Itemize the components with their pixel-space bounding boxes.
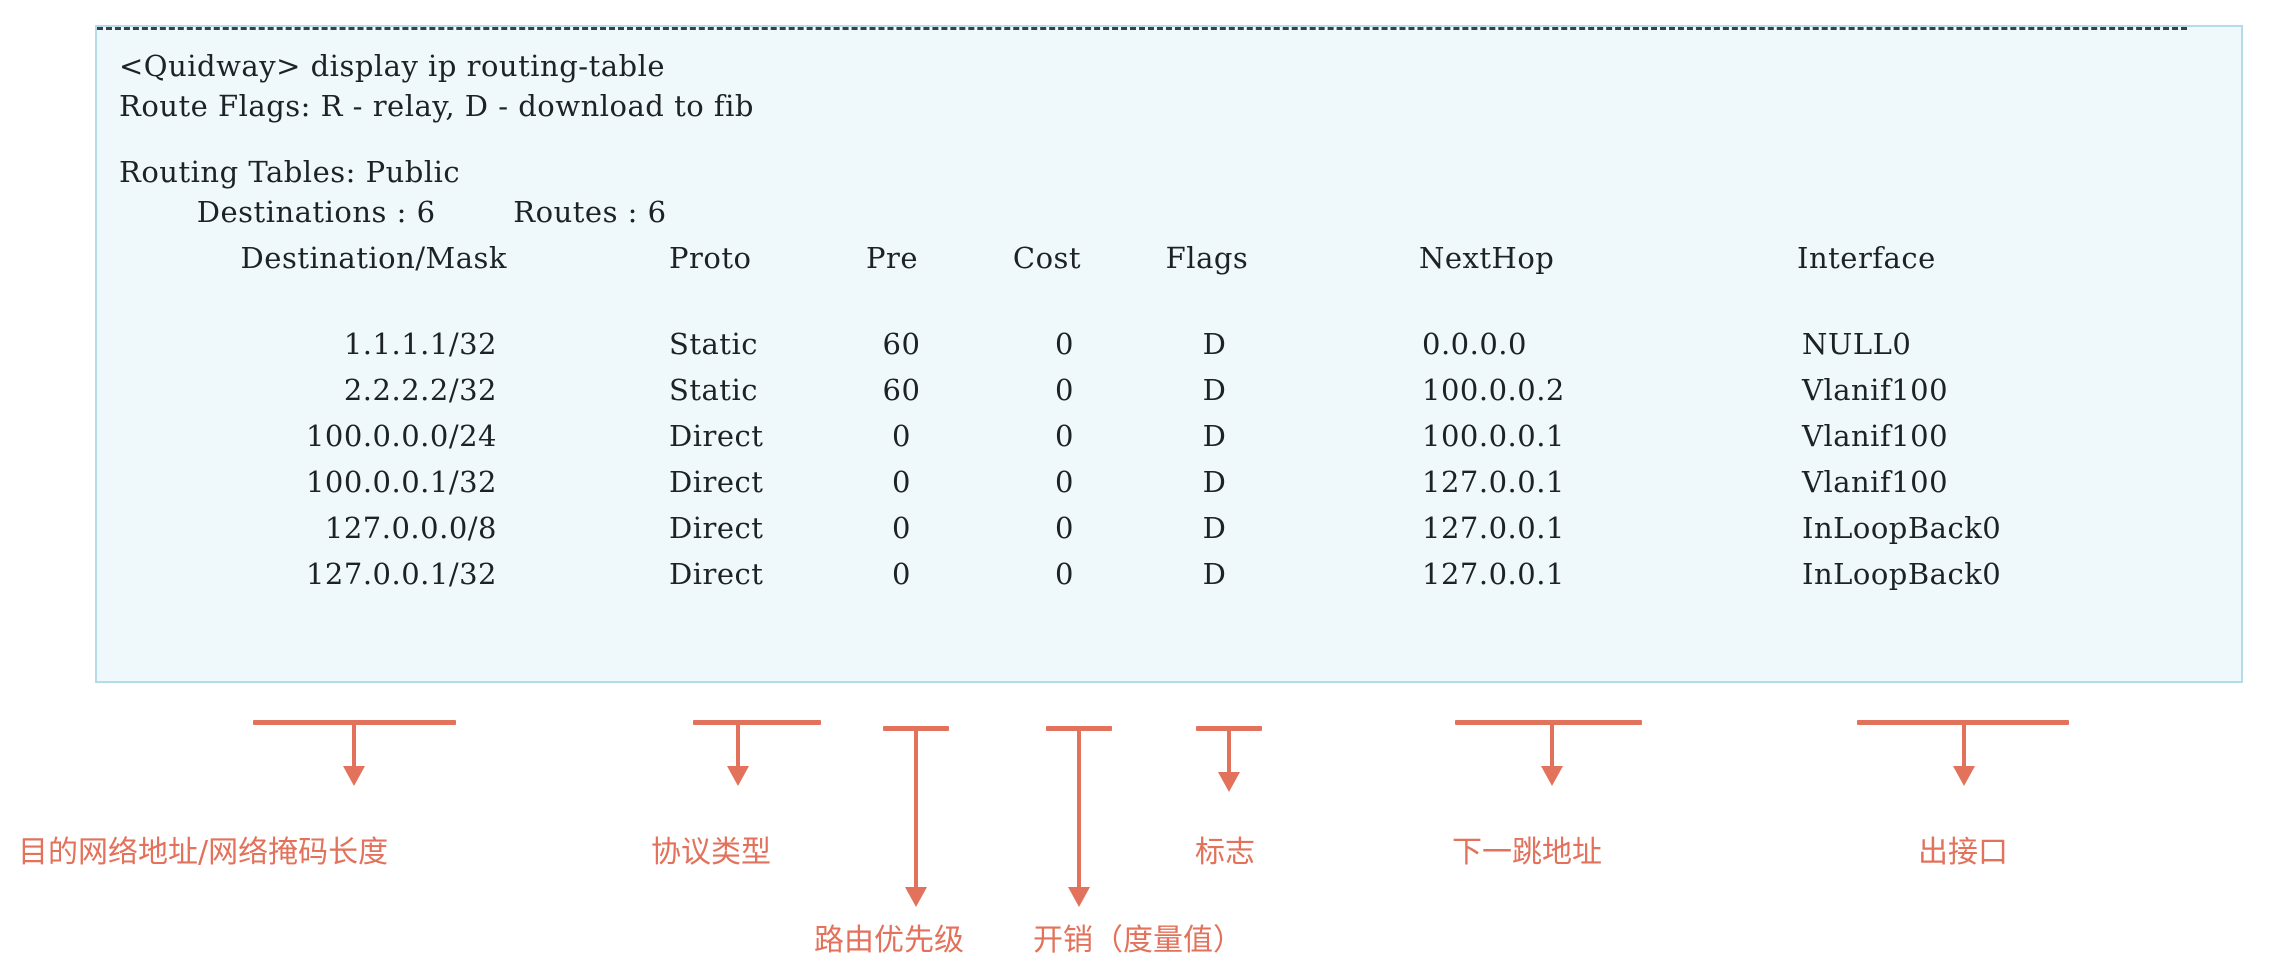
cell-interface: Vlanif100 <box>1802 419 1949 453</box>
callout-bar-next-hop <box>1455 720 1642 725</box>
header-destination-mask: Destination/Mask <box>240 241 507 275</box>
callout-bar-destination-mask <box>253 720 456 725</box>
cell-flags: D <box>1202 419 1227 453</box>
cell-flags: D <box>1202 465 1227 499</box>
cell-proto: Static <box>669 327 758 361</box>
annotation-label-flag: 标志 <box>1195 835 1255 870</box>
cell-flags: D <box>1202 373 1227 407</box>
callout-arrowhead-route-preference <box>905 887 927 907</box>
callout-stem-destination-mask <box>352 725 356 770</box>
table-header-row: Destination/Mask Proto Pre Cost Flags Ne… <box>97 241 2241 327</box>
terminal-output-box: <Quidway> display ip routing-table Route… <box>95 25 2243 683</box>
cell-pre: 0 <box>892 557 911 591</box>
cell-nexthop: 127.0.0.1 <box>1422 511 1565 545</box>
cell-pre: 0 <box>892 419 911 453</box>
callout-arrowhead-next-hop <box>1541 766 1563 786</box>
cell-interface: Vlanif100 <box>1802 373 1949 407</box>
callout-stem-cost-metric <box>1077 731 1081 891</box>
annotation-label-cost-metric: 开销（度量值） <box>1033 923 1243 958</box>
callout-stem-flag <box>1227 731 1231 776</box>
annotation-label-route-preference: 路由优先级 <box>814 923 964 958</box>
cell-interface: NULL0 <box>1802 327 1912 361</box>
table-row: 127.0.0.0/8 Direct 0 0 D 127.0.0.1 InLoo… <box>97 511 2241 557</box>
cell-flags: D <box>1202 511 1227 545</box>
cell-proto: Direct <box>669 419 764 453</box>
cell-cost: 0 <box>1055 557 1074 591</box>
table-row: 100.0.0.0/24 Direct 0 0 D 100.0.0.1 Vlan… <box>97 419 2241 465</box>
cell-interface: Vlanif100 <box>1802 465 1949 499</box>
cell-nexthop: 100.0.0.1 <box>1422 419 1565 453</box>
cell-proto: Direct <box>669 557 764 591</box>
cell-cost: 0 <box>1055 373 1074 407</box>
cell-destination-mask: 100.0.0.0/24 <box>305 419 497 453</box>
cell-cost: 0 <box>1055 419 1074 453</box>
cell-flags: D <box>1202 327 1227 361</box>
callout-bar-route-preference <box>883 726 949 731</box>
terminal-command-line: <Quidway> display ip routing-table <box>119 49 666 83</box>
table-row: 100.0.0.1/32 Direct 0 0 D 127.0.0.1 Vlan… <box>97 465 2241 511</box>
cell-destination-mask: 127.0.0.0/8 <box>324 511 497 545</box>
cell-cost: 0 <box>1055 465 1074 499</box>
header-cost: Cost <box>1012 241 1082 275</box>
callout-arrowhead-flag <box>1218 772 1240 792</box>
annotation-label-proto-type: 协议类型 <box>651 835 771 870</box>
cell-nexthop: 100.0.0.2 <box>1422 373 1565 407</box>
cell-destination-mask: 1.1.1.1/32 <box>343 327 497 361</box>
cell-destination-mask: 2.2.2.2/32 <box>343 373 497 407</box>
cell-nexthop: 127.0.0.1 <box>1422 557 1565 591</box>
cell-interface: InLoopBack0 <box>1802 511 2002 545</box>
callout-bar-cost-metric <box>1046 726 1112 731</box>
callout-stem-route-preference <box>914 731 918 891</box>
callout-bar-flag <box>1196 726 1262 731</box>
cell-proto: Static <box>669 373 758 407</box>
terminal-routing-tables-line: Routing Tables: Public <box>119 155 461 189</box>
callout-bar-out-interface <box>1857 720 2069 725</box>
cell-interface: InLoopBack0 <box>1802 557 2002 591</box>
table-row: 2.2.2.2/32 Static 60 0 D 100.0.0.2 Vlani… <box>97 373 2241 419</box>
cell-destination-mask: 127.0.0.1/32 <box>305 557 497 591</box>
header-nexthop: NextHop <box>1419 241 1555 275</box>
callout-bar-proto-type <box>693 720 821 725</box>
cell-cost: 0 <box>1055 511 1074 545</box>
cell-nexthop: 0.0.0.0 <box>1422 327 1527 361</box>
table-row: 1.1.1.1/32 Static 60 0 D 0.0.0.0 NULL0 <box>97 327 2241 373</box>
callout-arrowhead-cost-metric <box>1068 887 1090 907</box>
annotation-label-out-interface: 出接口 <box>1918 835 2008 870</box>
annotation-label-destination-mask: 目的网络地址/网络掩码长度 <box>18 835 389 870</box>
callout-arrowhead-out-interface <box>1953 766 1975 786</box>
cell-nexthop: 127.0.0.1 <box>1422 465 1565 499</box>
callout-stem-next-hop <box>1550 725 1554 770</box>
terminal-counts-line: Destinations : 6 Routes : 6 <box>119 195 667 229</box>
callout-stem-proto-type <box>736 725 740 770</box>
routing-table: Destination/Mask Proto Pre Cost Flags Ne… <box>97 241 2241 603</box>
cell-flags: D <box>1202 557 1227 591</box>
callout-arrowhead-proto-type <box>727 766 749 786</box>
terminal-route-flags-line: Route Flags: R - relay, D - download to … <box>119 89 754 123</box>
cell-pre: 60 <box>882 327 921 361</box>
header-pre: Pre <box>865 241 919 275</box>
cell-pre: 60 <box>882 373 921 407</box>
callout-stem-out-interface <box>1962 725 1966 770</box>
cell-cost: 0 <box>1055 327 1074 361</box>
annotation-label-next-hop: 下一跳地址 <box>1452 835 1602 870</box>
callout-arrowhead-destination-mask <box>343 766 365 786</box>
header-interface: Interface <box>1797 241 1936 275</box>
cell-pre: 0 <box>892 511 911 545</box>
terminal-separator-rule <box>97 27 2187 33</box>
header-flags: Flags <box>1165 241 1249 275</box>
cell-destination-mask: 100.0.0.1/32 <box>305 465 497 499</box>
cell-proto: Direct <box>669 511 764 545</box>
cell-proto: Direct <box>669 465 764 499</box>
table-row: 127.0.0.1/32 Direct 0 0 D 127.0.0.1 InLo… <box>97 557 2241 603</box>
header-proto: Proto <box>669 241 752 275</box>
cell-pre: 0 <box>892 465 911 499</box>
